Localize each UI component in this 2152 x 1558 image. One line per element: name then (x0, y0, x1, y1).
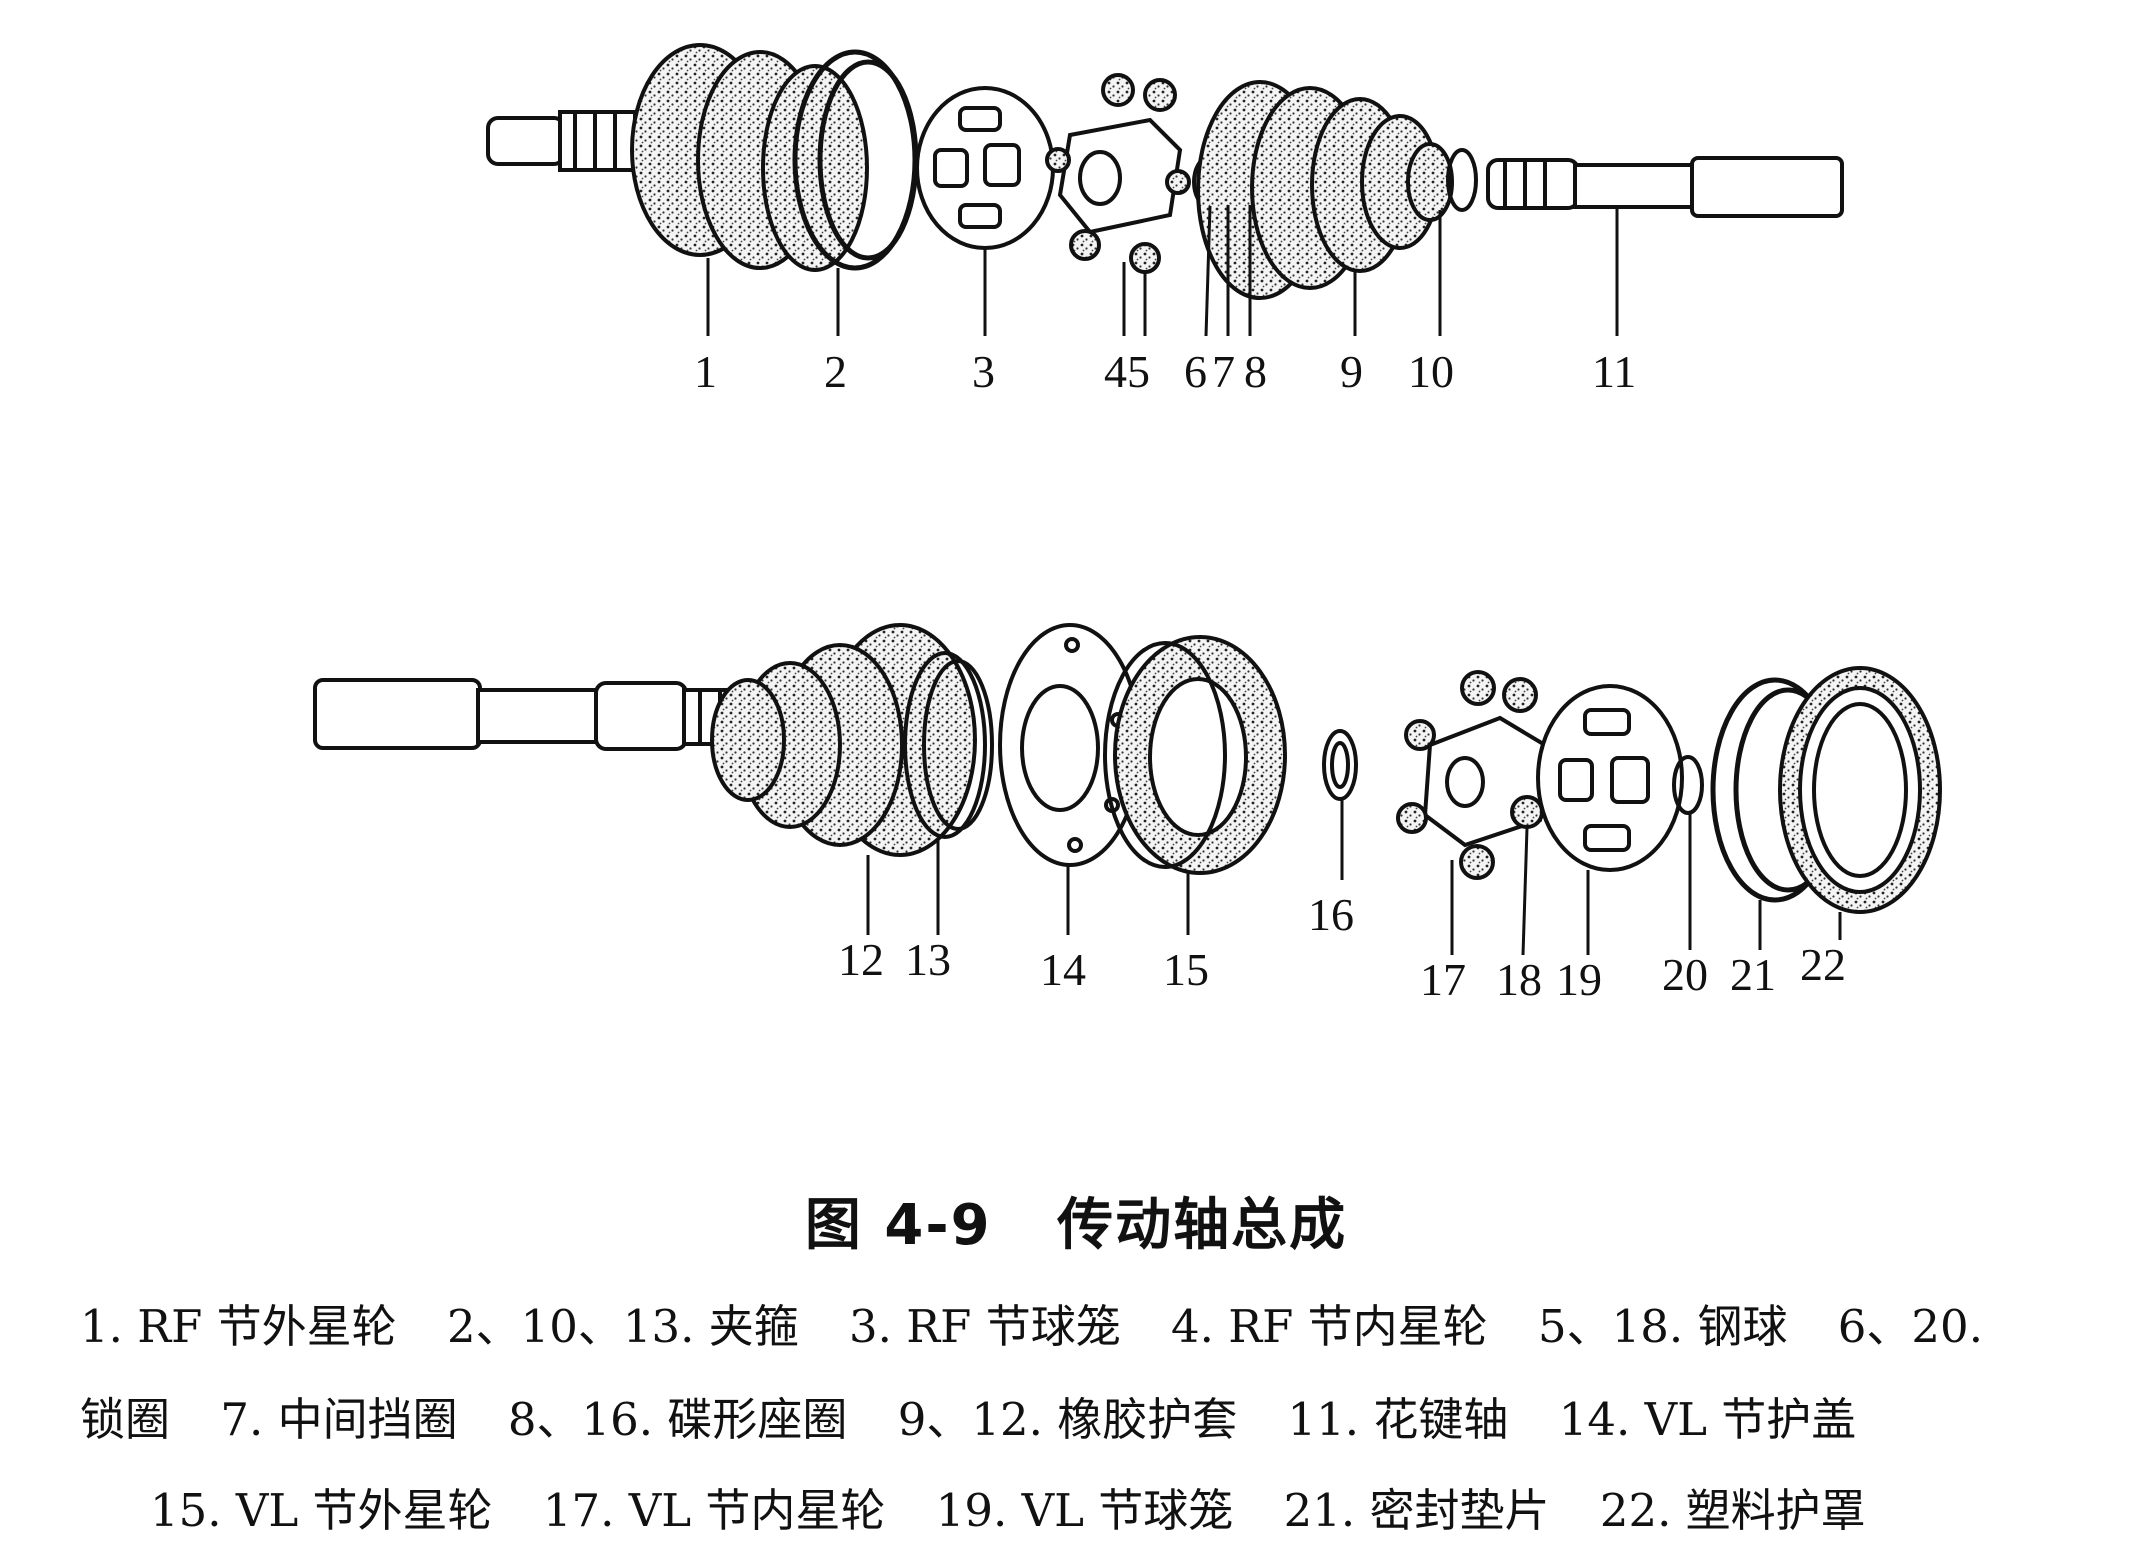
callout-2: 2 (824, 346, 847, 397)
legend-item-16: 21. 密封垫片 (1283, 1484, 1550, 1537)
callout-8: 8 (1244, 346, 1267, 397)
legend-item-10: 9、12. 橡胶护套 (897, 1393, 1238, 1446)
clamp-bottom (903, 651, 994, 839)
rubber-boot-bottom (710, 623, 977, 857)
legend-item-11: 11. 花键轴 (1287, 1393, 1509, 1446)
vl-ball-cage (1536, 684, 1684, 872)
plastic-cover-22 (1778, 666, 1942, 914)
callout-19: 19 (1556, 954, 1602, 1005)
legend-item-1: 1. RF 节外星轮 (80, 1300, 397, 1353)
callouts-bottom: 12 13 14 15 16 17 18 19 20 21 22 (838, 889, 1846, 1005)
rf-outer-race-bell (630, 43, 869, 272)
legend-item-13: 15. VL 节外星轮 (150, 1484, 493, 1537)
callout-14: 14 (1040, 944, 1086, 995)
callout-6: 6 (1184, 346, 1207, 397)
spline-shaft (1486, 156, 1844, 218)
legend-line-3: 15. VL 节外星轮 17. VL 节内星轮 19. VL 节球笼 21. 密… (150, 1474, 2150, 1539)
callout-11: 11 (1592, 346, 1636, 397)
callout-21: 21 (1730, 949, 1776, 1000)
legend-item-5: 5、18. 钢球 (1537, 1300, 1788, 1353)
figure-title: 传动轴总成 (1057, 1193, 1348, 1258)
callout-22: 22 (1800, 939, 1846, 990)
legend-item-4: 4. RF 节内星轮 (1171, 1300, 1488, 1353)
vl-joint-cover (998, 623, 1142, 867)
rf-ball-cage (915, 86, 1055, 250)
figure-number: 图 4-9 (804, 1193, 992, 1258)
legend-item-14: 17. VL 节内星轮 (542, 1484, 886, 1537)
callout-3: 3 (972, 346, 995, 397)
exploded-drawing: 1 2 3 45 6 7 8 9 10 11 (313, 43, 1942, 1005)
callout-15: 15 (1163, 944, 1209, 995)
rf-inner-race-with-balls (1045, 73, 1191, 274)
callout-1: 1 (694, 346, 717, 397)
figure-caption: 图 4-9 传动轴总成 (0, 1180, 2152, 1261)
callout-12: 12 (838, 934, 884, 985)
legend-line-1: 1. RF 节外星轮 2、10、13. 夹箍 3. RF 节球笼 4. RF 节… (80, 1290, 2080, 1355)
callout-16: 16 (1308, 889, 1354, 940)
legend-item-9: 8、16. 碟形座圈 (507, 1393, 848, 1446)
callout-4-5: 45 (1104, 346, 1150, 397)
vl-outer-race (1103, 635, 1287, 875)
callout-7: 7 (1212, 346, 1235, 397)
spline-shaft-bottom (313, 678, 786, 751)
legend-item-7: 锁圈 (80, 1393, 171, 1446)
legend-line-2: 锁圈 7. 中间挡圈 8、16. 碟形座圈 9、12. 橡胶护套 11. 花键轴… (80, 1383, 2080, 1448)
legend-item-17: 22. 塑料护罩 (1599, 1484, 1866, 1537)
dished-seat-ring-16 (1322, 729, 1358, 801)
leader-lines-bottom (866, 800, 1842, 956)
callout-9: 9 (1340, 346, 1363, 397)
rubber-boot-top (1196, 80, 1454, 300)
callout-20: 20 (1662, 949, 1708, 1000)
legend-item-12: 14. VL 节护盖 (1558, 1393, 1857, 1446)
legend-item-3: 3. RF 节球笼 (849, 1300, 1121, 1353)
callout-17: 17 (1420, 954, 1466, 1005)
legend-item-2: 2、10、13. 夹箍 (446, 1300, 799, 1353)
rf-outer-race-shaft (486, 110, 657, 172)
callouts-top: 1 2 3 45 6 7 8 9 10 11 (694, 346, 1636, 397)
clamp-top-right (1446, 148, 1478, 212)
callout-10: 10 (1408, 346, 1454, 397)
callout-13: 13 (905, 934, 951, 985)
legend-item-15: 19. VL 节球笼 (935, 1484, 1234, 1537)
vl-inner-race-with-balls (1396, 670, 1548, 880)
leader-lines-top (706, 205, 1619, 337)
legend-item-6: 6、20. (1837, 1300, 1983, 1353)
legend-item-8: 7. 中间挡圈 (220, 1393, 458, 1446)
callout-18: 18 (1496, 954, 1542, 1005)
lock-ring-20 (1672, 755, 1704, 815)
